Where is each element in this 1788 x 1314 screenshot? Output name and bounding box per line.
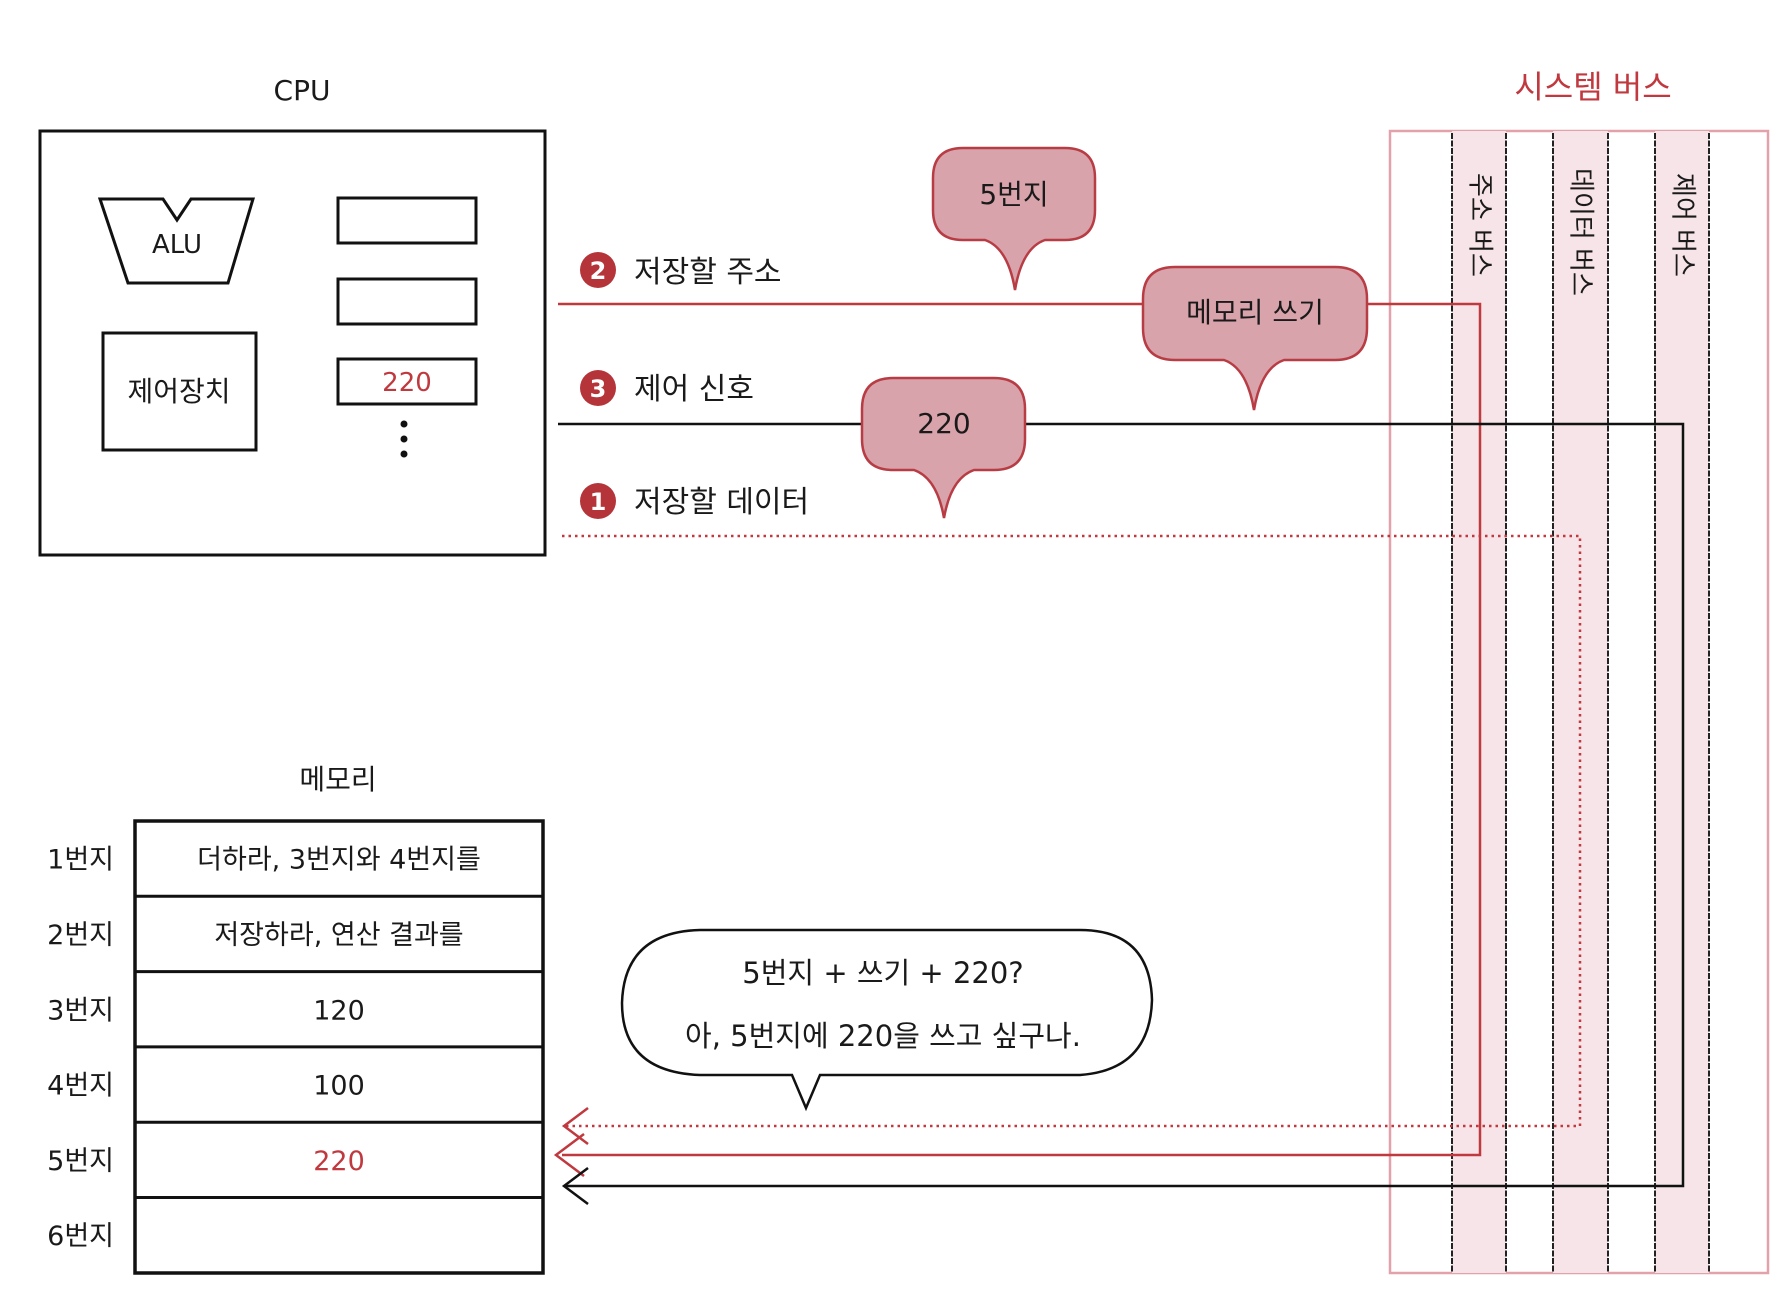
speech-line-2: 아, 5번지에 220을 쓰고 싶구나. <box>685 1019 1081 1053</box>
alu-shape <box>97 197 256 285</box>
control-value-bubble: 메모리 쓰기 <box>1141 265 1369 411</box>
register-3 <box>336 357 478 406</box>
memory-row: 3번지 120 <box>47 970 543 1026</box>
bubble-text: 5번지 <box>979 178 1048 211</box>
register-1 <box>336 196 478 245</box>
control-signal-line <box>558 422 1685 1188</box>
speech-line-1: 5번지 + 쓰기 + 220? <box>742 956 1023 990</box>
ellipsis-dot <box>400 435 408 443</box>
control-bus-label: 제어 버스 <box>1668 173 1698 277</box>
signal-label-data: 1 저장할 데이터 <box>580 483 809 520</box>
step-badge-number: 2 <box>590 257 607 285</box>
register-2 <box>336 277 478 326</box>
step-badge-1 <box>580 483 616 519</box>
address-bus-label: 주소 버스 <box>1465 173 1495 277</box>
step-badge-2 <box>580 252 616 288</box>
cpu: CPU ALU 제어장치 220 <box>38 74 547 557</box>
memory-address-label: 5번지 <box>47 1146 114 1177</box>
memory-row: 6번지 <box>47 1196 543 1252</box>
memory-address-label: 1번지 <box>47 845 114 876</box>
memory-cell-value: 220 <box>313 1146 365 1177</box>
data-signal-line <box>562 534 1582 1128</box>
memory-row: 4번지 100 <box>47 1045 543 1102</box>
signal-label-control: 3 제어 신호 <box>580 370 754 407</box>
signal-label-text: 저장할 데이터 <box>634 485 809 520</box>
memory-address-label: 2번지 <box>47 920 114 951</box>
cpu-title: CPU <box>274 74 331 107</box>
register-value: 220 <box>382 368 432 398</box>
signal-label-address: 2 저장할 주소 <box>580 252 782 290</box>
memory-cell-value: 더하라, 3번지와 4번지를 <box>197 845 481 876</box>
memory-frame <box>133 819 545 1275</box>
memory: 메모리 1번지 더하라, 3번지와 4번지를 2번지 저장하라, 연산 결과를 3번지 1… <box>47 763 545 1275</box>
data-value-bubble: 220 <box>860 376 1027 519</box>
address-value-bubble: 5번지 <box>931 146 1097 291</box>
memory-address-label: 3번지 <box>47 995 114 1026</box>
memory-address-label: 6번지 <box>47 1221 114 1252</box>
memory-row: 1번지 더하라, 3번지와 4번지를 <box>47 845 481 876</box>
signal-lines <box>553 302 1685 1205</box>
control-unit-box <box>101 331 258 452</box>
control-arrowhead-icon <box>561 1167 589 1205</box>
ellipsis-dot <box>400 450 408 458</box>
speech-bubble: 5번지 + 쓰기 + 220? 아, 5번지에 220을 쓰고 싶구나. <box>620 928 1154 1112</box>
memory-row: 2번지 저장하라, 연산 결과를 <box>47 894 543 951</box>
memory-address-label: 4번지 <box>47 1071 114 1102</box>
control-unit-label: 제어장치 <box>127 375 230 408</box>
step-badge-3 <box>580 370 616 406</box>
bubble-text: 메모리 쓰기 <box>1186 296 1324 329</box>
data-bus-label: 데이터 버스 <box>1566 168 1596 296</box>
memory-cell-value: 100 <box>313 1071 365 1102</box>
signal-label-text: 저장할 주소 <box>634 255 782 290</box>
data-arrowhead-icon <box>561 1107 589 1145</box>
memory-cell-value: 저장하라, 연산 결과를 <box>214 920 463 951</box>
address-signal-line <box>558 302 1482 1157</box>
signal-label-text: 제어 신호 <box>634 372 754 407</box>
ellipsis-dot <box>400 420 408 428</box>
alu-label: ALU <box>152 230 202 260</box>
step-badge-number: 3 <box>590 375 607 403</box>
step-badge-number: 1 <box>590 488 607 516</box>
memory-row: 5번지 220 <box>47 1120 543 1177</box>
memory-cell-value: 120 <box>313 995 365 1026</box>
address-arrowhead-icon <box>553 1133 585 1177</box>
system-bus-title: 시스템 버스 <box>1514 68 1671 106</box>
memory-title: 메모리 <box>299 763 376 796</box>
bubble-text: 220 <box>917 407 970 440</box>
